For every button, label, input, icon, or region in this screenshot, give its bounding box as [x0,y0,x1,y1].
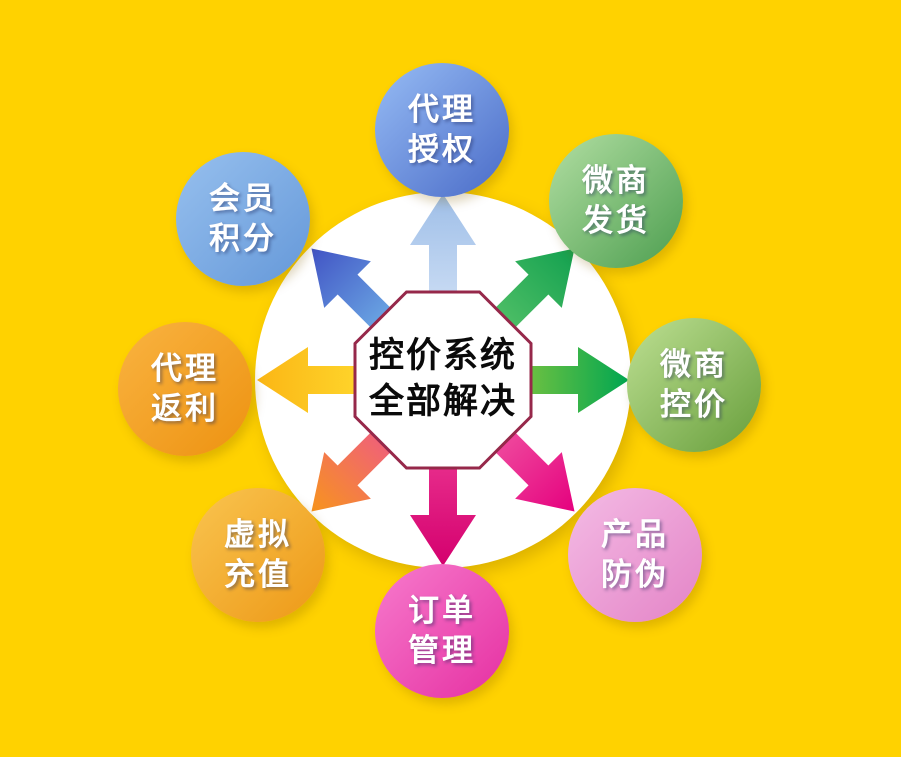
node-label: 发货 [582,203,650,239]
node-virtual-recharge: 虚拟 充值 [191,488,325,622]
node-agent-rebate: 代理 返利 [118,322,252,456]
node-member-points: 会员 积分 [176,152,310,286]
hub-octagon [353,290,533,470]
arrow-up-icon [410,194,476,335]
arrow-down-icon [410,425,476,566]
hub-title-line2: 全部解决 [368,382,517,422]
node-label: 产品 [601,517,669,553]
node-label: 虚拟 [224,517,292,553]
node-label: 微商 [660,347,728,383]
node-label: 控价 [660,387,728,423]
node-label: 代理 [151,351,219,387]
hub-title-line1: 控价系统 [368,336,517,376]
node-label: 充值 [224,557,292,593]
node-label: 管理 [408,633,476,669]
arrow-left-icon [257,347,398,413]
node-label: 微商 [582,163,650,199]
node-label: 订单 [408,593,476,629]
arrow-right-icon [488,347,629,413]
node-label: 授权 [408,132,476,168]
node-order-management: 订单 管理 [375,564,509,698]
hub-title: 控价系统 全部解决 [313,333,573,425]
node-weishang-shipping: 微商 发货 [549,134,683,268]
node-weishang-price-control: 微商 控价 [627,318,761,452]
node-label: 防伪 [601,557,669,593]
node-label: 会员 [209,181,277,217]
node-label: 返利 [151,391,219,427]
node-label: 代理 [408,92,476,128]
node-label: 积分 [209,221,277,257]
node-product-anticounterfeit: 产品 防伪 [568,488,702,622]
node-agent-authorization: 代理 授权 [375,63,509,197]
